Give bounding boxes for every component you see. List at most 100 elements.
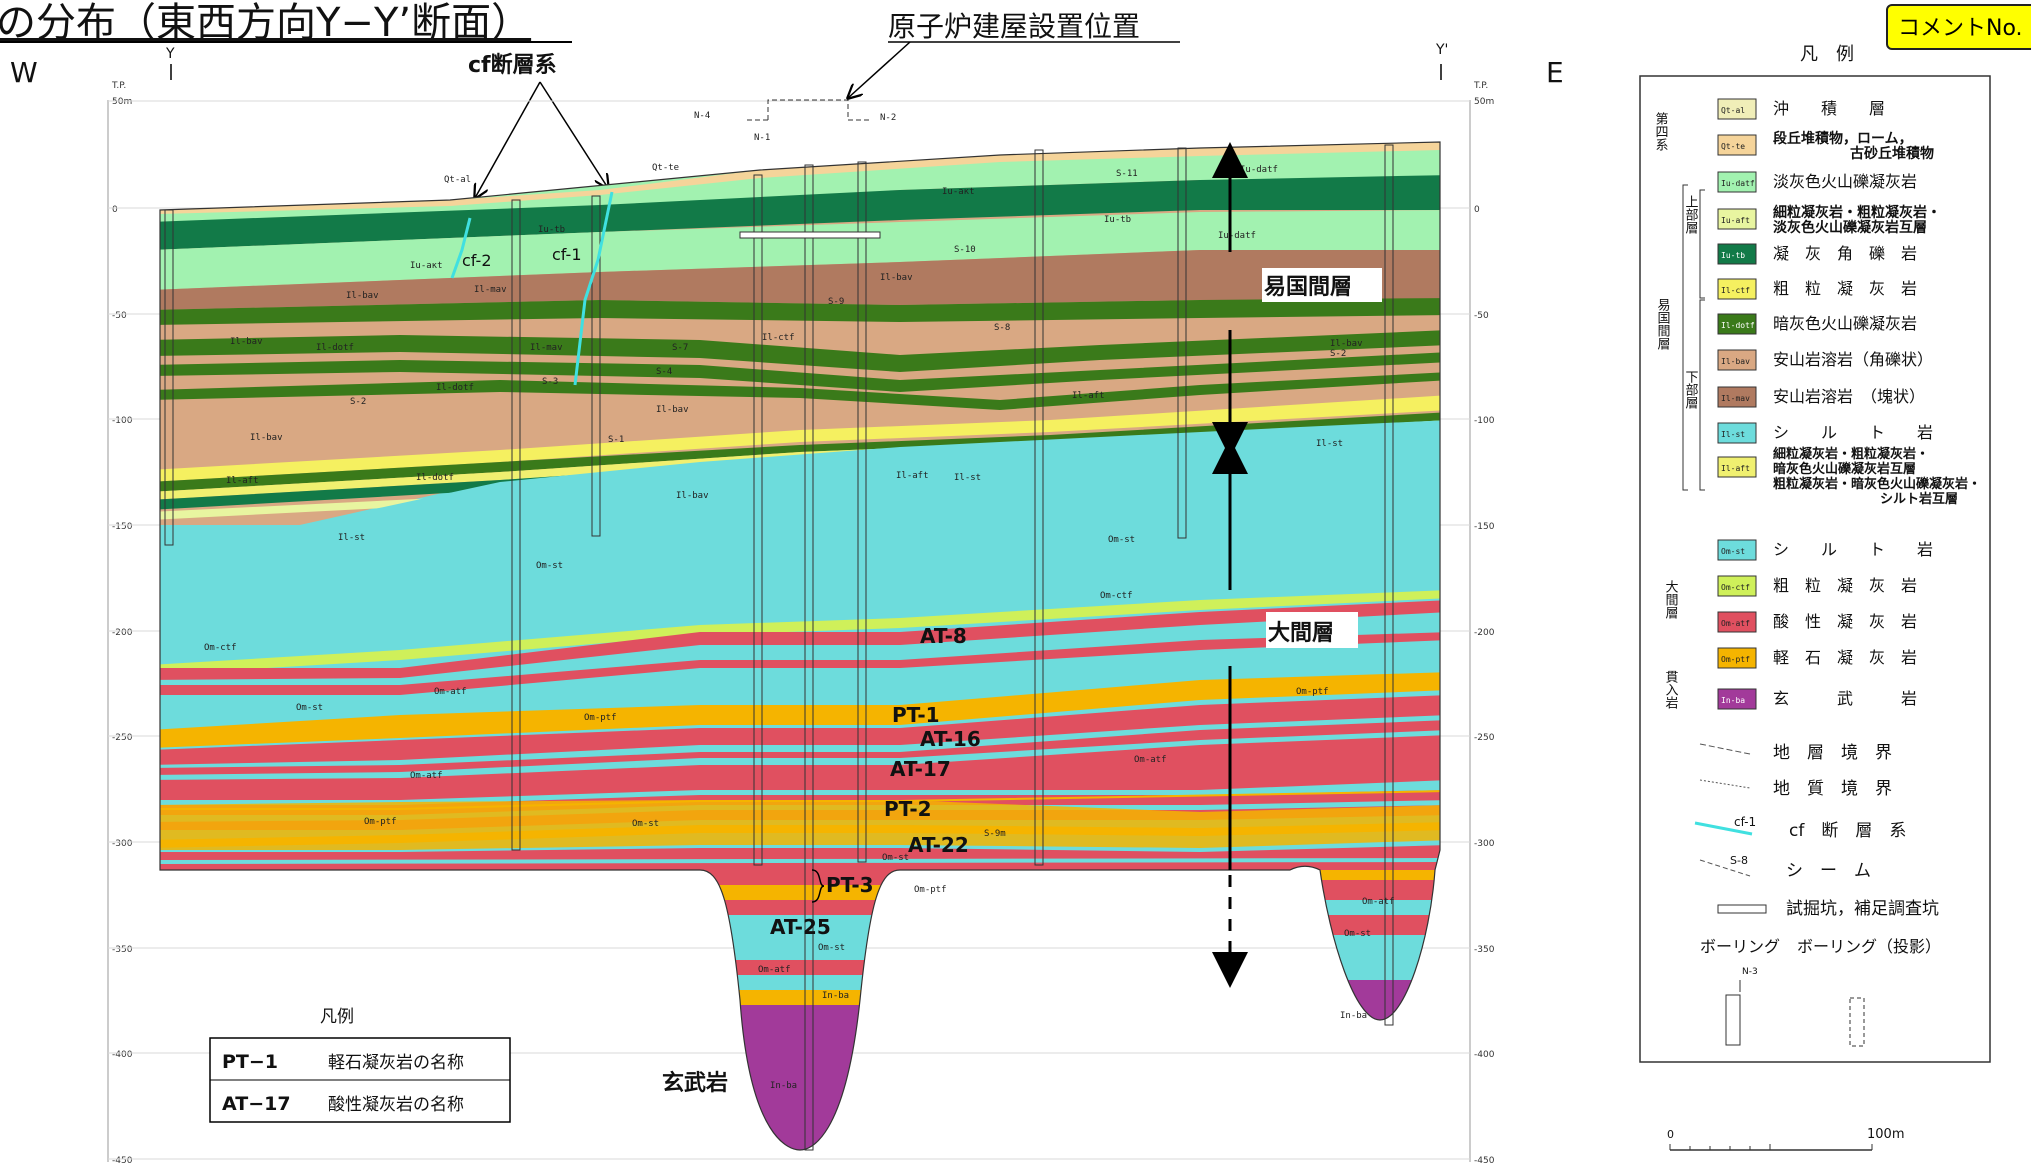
legend-label-iu-aft-1: 淡灰色火山礫凝灰岩互層 (1773, 219, 1927, 236)
svg-text:S-4: S-4 (656, 367, 672, 377)
svg-text:Qt-al: Qt-al (444, 175, 471, 185)
svg-text:Om-st: Om-st (536, 561, 563, 571)
legend-label-iu-datf-0: 淡灰色火山礫凝灰岩 (1773, 172, 1917, 191)
svg-text:N-3: N-3 (1742, 967, 1758, 977)
svg-text:Iu-tb: Iu-tb (1104, 215, 1131, 225)
legend-symbols: 地 層 境 界 地 質 境 界 cf-1 cf 断 層 系 S-8 シ ー ム … (1694, 743, 1941, 1047)
legend-label-iu-tb-0: 凝 灰 角 礫 岩 (1773, 244, 1917, 263)
legend-swatch-qt-te (1717, 134, 1757, 156)
right-depth-axis: T.P. 50m 0 -50 -100 -150 -200 -250 -300 … (1469, 81, 1495, 1166)
ekokuma-label: 易国間層 (1264, 275, 1352, 300)
svg-text:-250: -250 (112, 733, 133, 743)
reactor-pointer (848, 41, 911, 98)
legend-code-om-ptf: Om-ptf (1721, 655, 1750, 664)
legend-swatch-om-atf (1717, 611, 1757, 633)
svg-text:S-1: S-1 (608, 435, 624, 445)
cf-pointer-2 (539, 81, 608, 188)
legend-label-om-atf-0: 酸 性 凝 灰 岩 (1773, 612, 1917, 631)
svg-text:Om-atf: Om-atf (410, 771, 443, 781)
borehole-label-n1: N-1 (754, 133, 770, 143)
svg-text:S-2: S-2 (350, 397, 366, 407)
svg-text:S-8: S-8 (994, 323, 1010, 333)
svg-text:Il-bav: Il-bav (880, 273, 913, 283)
svg-text:Il-mav: Il-mav (474, 285, 507, 295)
legend-code-il-ctf: Il-ctf (1721, 286, 1750, 295)
svg-text:Il-bav: Il-bav (250, 433, 283, 443)
y-label: Y (165, 46, 175, 62)
svg-text:Il-mav: Il-mav (530, 343, 563, 353)
legend-swatch-in-ba (1717, 688, 1757, 710)
svg-text:S-11: S-11 (1116, 169, 1138, 179)
svg-text:Qt-te: Qt-te (652, 163, 679, 173)
legend-code-iu-tb: Iu-tb (1721, 251, 1745, 260)
svg-text:易国間層: 易国間層 (1655, 298, 1671, 351)
svg-text:Il-bav: Il-bav (230, 337, 263, 347)
svg-text:Il-bav: Il-bav (676, 491, 709, 501)
svg-text:-300: -300 (1474, 839, 1495, 849)
svg-text:大間層: 大間層 (1663, 580, 1679, 620)
svg-text:Om-atf: Om-atf (1362, 897, 1395, 907)
cf-pointer-1 (475, 81, 541, 198)
svg-text:Om-ctf: Om-ctf (1100, 591, 1133, 601)
legend-code-il-mav: Il-mav (1721, 394, 1750, 403)
legend-label-il-st-0: シ ル ト 岩 (1773, 423, 1933, 442)
svg-text:Om-atf: Om-atf (1134, 755, 1167, 765)
svg-text:PT-2: PT-2 (884, 797, 932, 821)
svg-text:シ ー ム: シ ー ム (1786, 861, 1871, 881)
svg-text:AT-25: AT-25 (770, 915, 831, 939)
legend-swatch-om-ptf (1717, 647, 1757, 669)
svg-text:下部層: 下部層 (1683, 370, 1699, 410)
svg-text:S-9: S-9 (828, 297, 844, 307)
svg-text:Om-st: Om-st (296, 703, 323, 713)
svg-text:S-2: S-2 (1330, 349, 1346, 359)
legend-swatch-il-st (1717, 422, 1757, 444)
fault-cf-1 (573, 191, 614, 386)
svg-text:50m: 50m (1474, 97, 1494, 107)
svg-text:0: 0 (1474, 205, 1480, 215)
fault-cf-2 (450, 217, 472, 279)
svg-text:Om-ctf: Om-ctf (204, 643, 237, 653)
svg-text:酸性凝灰岩の名称: 酸性凝灰岩の名称 (328, 1095, 464, 1115)
svg-text:T.P.: T.P. (111, 81, 126, 91)
svg-text:凡 例: 凡 例 (1800, 44, 1854, 65)
legend-group-labels: 第四系 上部層 易国間層 下部層 大間層 貫入岩 (1653, 112, 1705, 709)
svg-text:地 質 境 界: 地 質 境 界 (1773, 779, 1892, 799)
svg-text:Om-ptf: Om-ptf (364, 817, 397, 827)
svg-text:Om-st: Om-st (882, 853, 909, 863)
strata (160, 142, 1440, 1150)
svg-text:-450: -450 (1474, 1156, 1495, 1166)
legend-code-il-bav: Il-bav (1721, 357, 1750, 366)
legend-code-il-dotf: Il-dotf (1721, 321, 1755, 330)
svg-text:100m: 100m (1867, 1127, 1904, 1142)
east-label: E (1546, 56, 1564, 89)
page-title: の分布（東西方向Y−Y’断面） (0, 0, 531, 46)
legend-swatch-il-ctf (1717, 278, 1757, 300)
legend-swatch-iu-tb (1717, 243, 1757, 265)
reactor-outline (767, 99, 849, 120)
legend-code-in-ba: In-ba (1721, 696, 1745, 705)
svg-text:S-10: S-10 (954, 245, 976, 255)
svg-text:S-3: S-3 (542, 377, 558, 387)
legend-swatch-il-mav (1717, 386, 1757, 408)
svg-text:-50: -50 (1474, 311, 1489, 321)
svg-text:-300: -300 (112, 839, 133, 849)
svg-text:Il-bav: Il-bav (1330, 339, 1363, 349)
svg-text:-250: -250 (1474, 733, 1495, 743)
svg-text:-350: -350 (112, 945, 133, 955)
legend-label-il-ctf-0: 粗 粒 凝 灰 岩 (1773, 279, 1917, 298)
legend-swatch-qt-al (1717, 98, 1757, 120)
test-pit (739, 231, 881, 239)
legend-label-om-ctf-0: 粗 粒 凝 灰 岩 (1773, 576, 1917, 595)
svg-text:PT−1: PT−1 (222, 1051, 278, 1073)
svg-text:-200: -200 (1474, 628, 1495, 638)
svg-text:Il-ctf: Il-ctf (762, 333, 795, 343)
cf-fault-label: cf断層系 (468, 52, 557, 78)
bed-labels: AT-8 PT-1 AT-16 AT-17 PT-2 AT-22 PT-3 AT… (770, 624, 981, 939)
comment-badge: コメントNo. (1886, 4, 2031, 50)
svg-text:Iu-tb: Iu-tb (538, 225, 565, 235)
svg-text:S-9m: S-9m (984, 829, 1006, 839)
svg-text:地 層 境 界: 地 層 境 界 (1773, 743, 1892, 763)
svg-text:第四系: 第四系 (1653, 112, 1669, 151)
legend-code-qt-al: Qt-al (1721, 106, 1745, 115)
